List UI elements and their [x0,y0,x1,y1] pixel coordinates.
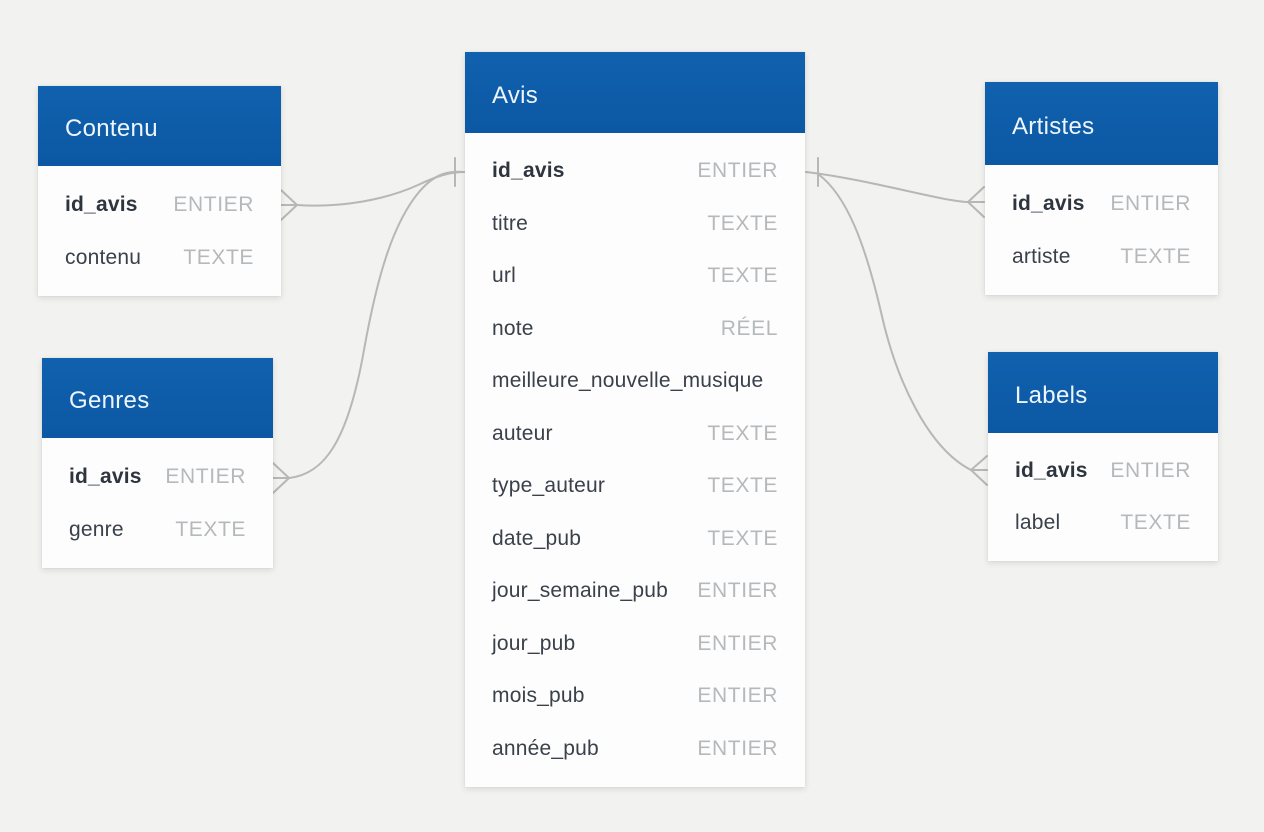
entity-genres[interactable]: Genres id_avis ENTIER genre TEXTE [42,358,273,568]
field-type: TEXTE [1120,244,1191,268]
field-type: ENTIER [697,579,778,603]
relationship-line [288,170,465,479]
relationship-line [817,173,972,471]
field-name-primary-key: id_avis [1015,459,1088,482]
entity-title: Artistes [1012,112,1095,140]
entity-title-bar[interactable]: Contenu [38,86,281,166]
field-type: TEXTE [183,245,254,269]
table-row: date_pub TEXTE [465,513,805,566]
field-name: auteur [492,421,553,445]
field-name: artiste [1012,244,1071,268]
field-name-primary-key: id_avis [69,464,142,488]
table-row: année_pub ENTIER [465,723,805,776]
table-row: titre TEXTE [465,198,805,251]
field-type: ENTIER [173,192,254,216]
field-name-primary-key: id_avis [1012,191,1085,215]
field-name: contenu [65,245,142,269]
table-row: id_avis ENTIER [988,445,1218,497]
entity-artistes[interactable]: Artistes id_avis ENTIER artiste TEXTE [985,82,1218,295]
entity-field-list: id_avis ENTIER genre TEXTE [42,438,273,568]
field-type: ENTIER [1110,459,1191,482]
table-row: jour_pub ENTIER [465,618,805,671]
field-name: note [492,316,534,340]
table-row: note RÉEL [465,303,805,356]
relationship-genres-avis [272,170,465,494]
relationship-avis-labels [817,173,988,486]
entity-field-list: id_avis ENTIER label TEXTE [988,433,1218,561]
table-row: meilleure_nouvelle_musique [465,355,805,408]
entity-contenu[interactable]: Contenu id_avis ENTIER contenu TEXTE [38,86,281,296]
entity-title-bar[interactable]: Avis [465,52,805,133]
field-name-primary-key: id_avis [65,192,138,216]
table-row: label TEXTE [988,497,1218,549]
field-name: jour_semaine_pub [492,579,668,603]
field-name-primary-key: id_avis [492,159,565,183]
entity-labels[interactable]: Labels id_avis ENTIER label TEXTE [988,352,1218,561]
entity-title: Labels [1015,381,1088,409]
field-name: année_pub [492,736,599,760]
field-type: TEXTE [707,211,778,235]
field-type: TEXTE [707,526,778,550]
table-row: contenu TEXTE [38,231,281,284]
entity-field-list: id_avis ENTIER artiste TEXTE [985,165,1218,295]
field-type: TEXTE [1120,511,1191,534]
field-type: ENTIER [165,464,246,488]
table-row: id_avis ENTIER [38,178,281,231]
entity-title: Avis [492,81,539,109]
field-type: RÉEL [720,316,778,340]
field-type: ENTIER [697,684,778,708]
table-row: mois_pub ENTIER [465,670,805,723]
field-name: titre [492,211,529,235]
table-row: auteur TEXTE [465,408,805,461]
table-row: id_avis ENTIER [985,177,1218,230]
field-name: meilleure_nouvelle_musique [492,369,764,393]
field-name: genre [69,517,124,541]
field-type: TEXTE [707,264,778,288]
entity-title-bar[interactable]: Labels [988,352,1218,433]
entity-field-list: id_avis ENTIER contenu TEXTE [38,166,281,296]
table-row: artiste TEXTE [985,230,1218,283]
entity-title-bar[interactable]: Genres [42,358,273,438]
entity-title: Contenu [65,115,158,142]
table-row: url TEXTE [465,250,805,303]
field-type: ENTIER [1110,191,1191,215]
table-row: type_auteur TEXTE [465,460,805,513]
field-type: ENTIER [697,631,778,655]
entity-title-bar[interactable]: Artistes [985,82,1218,165]
field-type: ENTIER [697,736,778,760]
field-type: TEXTE [175,517,246,541]
field-name: date_pub [492,526,582,550]
relationship-contenu-avis [280,157,465,221]
table-row: id_avis ENTIER [465,145,805,198]
field-type: ENTIER [697,159,778,183]
field-type: TEXTE [707,421,778,445]
relationship-avis-artistes [805,157,985,218]
table-row: genre TEXTE [42,503,273,556]
field-name: type_auteur [492,474,606,498]
relationship-line [805,171,969,203]
field-name: mois_pub [492,684,585,708]
crow-foot-many-icon [970,455,988,486]
crow-foot-many-icon [967,186,985,218]
table-row: id_avis ENTIER [42,450,273,503]
field-type: TEXTE [707,474,778,498]
crow-foot-many-icon [272,462,290,494]
relationship-line [296,171,465,207]
entity-title: Genres [69,387,150,414]
field-name: jour_pub [492,631,576,655]
field-name: label [1015,511,1061,534]
field-name: url [492,264,516,288]
table-row: jour_semaine_pub ENTIER [465,565,805,618]
crow-foot-many-icon [280,189,298,221]
